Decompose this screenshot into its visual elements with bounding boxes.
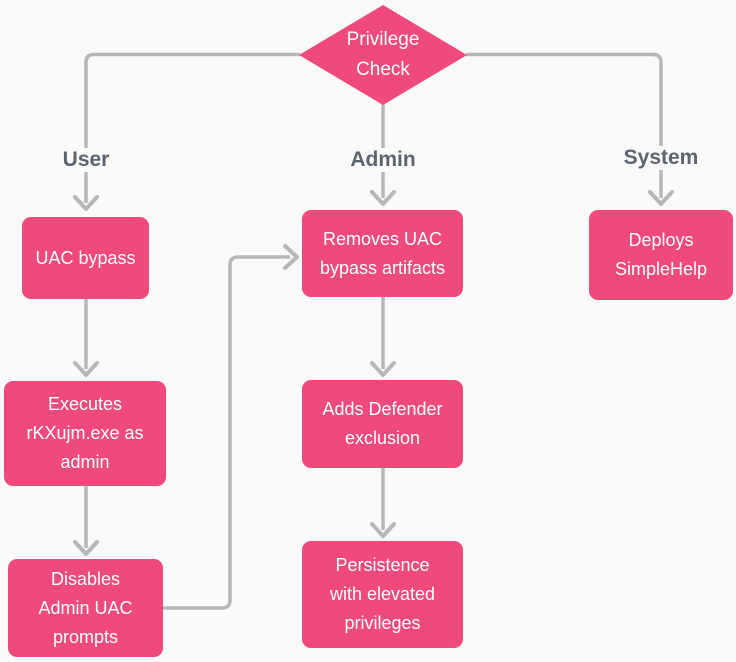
branch-label-user: User — [55, 148, 117, 172]
arrowhead-user — [73, 195, 99, 211]
node-executes-rkxujm-as-admin: Executes rKXujm.exe as admin — [4, 381, 166, 486]
node-persistence-elevated-privileges: Persistence with elevated privileges — [302, 541, 463, 648]
node-uac-bypass: UAC bypass — [22, 217, 149, 299]
arrowhead-adds-defender — [370, 361, 396, 377]
node-disables-admin-uac-prompts: Disables Admin UAC prompts — [8, 559, 163, 657]
decision-node: Privilege Check — [346, 29, 420, 80]
arrowhead-disables — [73, 540, 99, 556]
branch-label-system: System — [616, 146, 706, 170]
arrowhead-system — [648, 190, 674, 206]
arrowhead-removes — [283, 244, 299, 270]
arrowhead-persistence — [370, 522, 396, 538]
node-adds-defender-exclusion: Adds Defender exclusion — [302, 380, 463, 468]
node-deploys-simplehelp: Deploys SimpleHelp — [589, 210, 733, 300]
decision-diamond-shape — [299, 5, 467, 105]
connector-diamond-to-system — [466, 52, 663, 198]
arrowhead-admin — [370, 190, 396, 206]
connector-disables-to-removes — [163, 255, 290, 610]
arrowhead-executes — [73, 361, 99, 377]
connector-diamond-to-user — [84, 52, 300, 203]
branch-label-admin: Admin — [343, 148, 423, 172]
node-removes-uac-bypass-artifacts: Removes UAC bypass artifacts — [302, 210, 463, 297]
